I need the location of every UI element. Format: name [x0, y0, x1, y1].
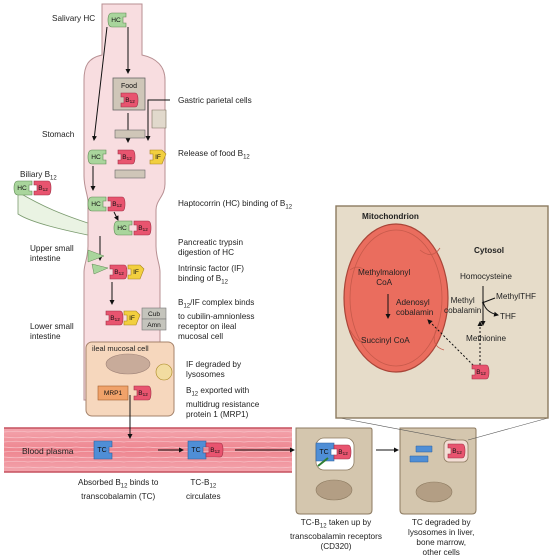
cytosolic-b12: B12 [471, 364, 490, 380]
circulating-tc: TC [187, 440, 207, 460]
biliary-b12-molecule: B12 [33, 180, 52, 196]
svg-text:IF: IF [133, 269, 139, 276]
mrp1-exporter: MRP1 [97, 385, 129, 401]
svg-text:Food: Food [121, 83, 137, 90]
svg-text:MRP1: MRP1 [104, 390, 123, 397]
step-intrinsic-factor-binding: Intrinsic factor (IF) binding of B12 [178, 264, 244, 286]
intestinal-if: IF [127, 264, 145, 280]
exported-b12: B12 [133, 385, 152, 401]
svg-text:HC: HC [91, 201, 101, 208]
caption-tc-b12-taken-up: TC-B12 taken up by transcobalamin recept… [290, 518, 382, 551]
salivary-hc-molecule: HC [107, 12, 127, 28]
released-food-fragment [114, 129, 146, 179]
label-biliary-b12: Biliary B12 [20, 170, 57, 182]
cell1-tc: TC [315, 442, 335, 462]
svg-text:HC: HC [117, 225, 127, 232]
duodenal-b12: B12 [133, 220, 152, 236]
svg-text:B12: B12 [210, 447, 220, 454]
label-succinyl-coa: Succinyl CoA [361, 336, 410, 345]
step-haptocorrin-binding: Haptocorrin (HC) binding of B12 [178, 199, 293, 211]
hc-b12-stomach-hc: HC [87, 196, 107, 212]
lysosome-if [155, 363, 173, 381]
svg-text:Cub: Cub [148, 311, 160, 318]
biliary-hc: HC [13, 180, 33, 196]
svg-text:Amn: Amn [147, 322, 161, 329]
svg-text:B12: B12 [114, 269, 124, 276]
svg-text:TC: TC [191, 447, 200, 454]
label-thf: THF [500, 312, 516, 321]
digested-hc-fragments [87, 249, 109, 275]
hc-b12-stomach-b12: B12 [107, 196, 126, 212]
step-if-degraded: IF degraded by lysosomes [186, 360, 242, 379]
ileal-nucleus [105, 353, 151, 375]
mitochondrion-title: Mitochondrion [362, 212, 419, 221]
svg-text:B12: B12 [38, 185, 48, 192]
caption-tc-degraded: TC degraded by lysosomes in liver, bone … [408, 518, 475, 557]
svg-text:IF: IF [129, 315, 135, 322]
label-upper-small-intestine: Upper small intestine [30, 244, 74, 263]
label-lower-small-intestine: Lower small intestine [30, 322, 74, 341]
receptor-bound-b12: B12 [105, 310, 124, 326]
svg-text:B12: B12 [122, 154, 132, 161]
circulating-b12: B12 [205, 442, 224, 458]
svg-text:B12: B12 [338, 449, 348, 456]
svg-text:B12: B12 [138, 225, 148, 232]
stomach-if: IF [149, 149, 167, 165]
label-methylthf: MethylTHF [496, 292, 537, 301]
label-methionine: Methionine [466, 334, 507, 343]
label-methyl-cobalamin: Methyl cobalamin [444, 296, 482, 315]
cell1-b12: B12 [333, 444, 352, 460]
plasma-tc: TC [93, 440, 113, 460]
svg-text:HC: HC [111, 17, 121, 24]
receptor-bound-if: IF [123, 310, 141, 326]
stomach-free-b12: B12 [117, 149, 136, 165]
step-release-food-b12: Release of food B12 [178, 149, 250, 161]
label-stomach: Stomach [42, 130, 75, 139]
svg-text:HC: HC [91, 154, 101, 161]
svg-text:B12: B12 [452, 448, 462, 455]
intestinal-b12: B12 [109, 264, 128, 280]
label-adenosyl-cobalamin: Adenosyl cobalamin [396, 298, 434, 317]
label-homocysteine: Homocysteine [460, 272, 512, 281]
lysosomal-b12: B12 [447, 443, 466, 459]
duodenal-hc: HC [113, 220, 133, 236]
svg-text:HC: HC [17, 185, 27, 192]
step-gastric-parietal-cells: Gastric parietal cells [178, 96, 252, 105]
svg-text:B12: B12 [476, 369, 486, 376]
svg-text:TC: TC [319, 449, 328, 456]
svg-text:B12: B12 [125, 97, 135, 104]
label-salivary-hc: Salivary HC [52, 14, 96, 23]
svg-text:IF: IF [155, 154, 161, 161]
cd320-receptor [317, 457, 329, 467]
label-blood-plasma: Blood plasma [22, 446, 74, 456]
step-b12-if-complex-binds: B12/IF complex binds to cubilin-amnionle… [178, 298, 255, 341]
parietal-if-vesicle [151, 109, 167, 129]
food-bound-b12: B12 [120, 92, 139, 108]
mitochondrion [343, 223, 449, 373]
svg-text:B12: B12 [110, 315, 120, 322]
degraded-tc-fragments [409, 445, 433, 463]
svg-text:B12: B12 [112, 201, 122, 208]
step-b12-exported-mrp1: B12 exported with multidrug resistance p… [186, 386, 260, 419]
svg-text:TC: TC [97, 447, 106, 454]
label-methylmalonyl-coa: Methylmalonyl CoA [358, 268, 411, 287]
caption-absorbed-b12: Absorbed B12 binds to transcobalamin (TC… [78, 478, 159, 501]
cytosol-title: Cytosol [474, 246, 505, 255]
step-pancreatic-trypsin: Pancreatic trypsin digestion of HC [178, 238, 244, 257]
stomach-hc: HC [87, 149, 107, 165]
svg-text:B12: B12 [138, 390, 148, 397]
label-ileal-mucosal-cell: ileal mucosal cell [92, 344, 149, 353]
caption-tc-b12-circulates: TC-B12 circulates [186, 478, 221, 501]
